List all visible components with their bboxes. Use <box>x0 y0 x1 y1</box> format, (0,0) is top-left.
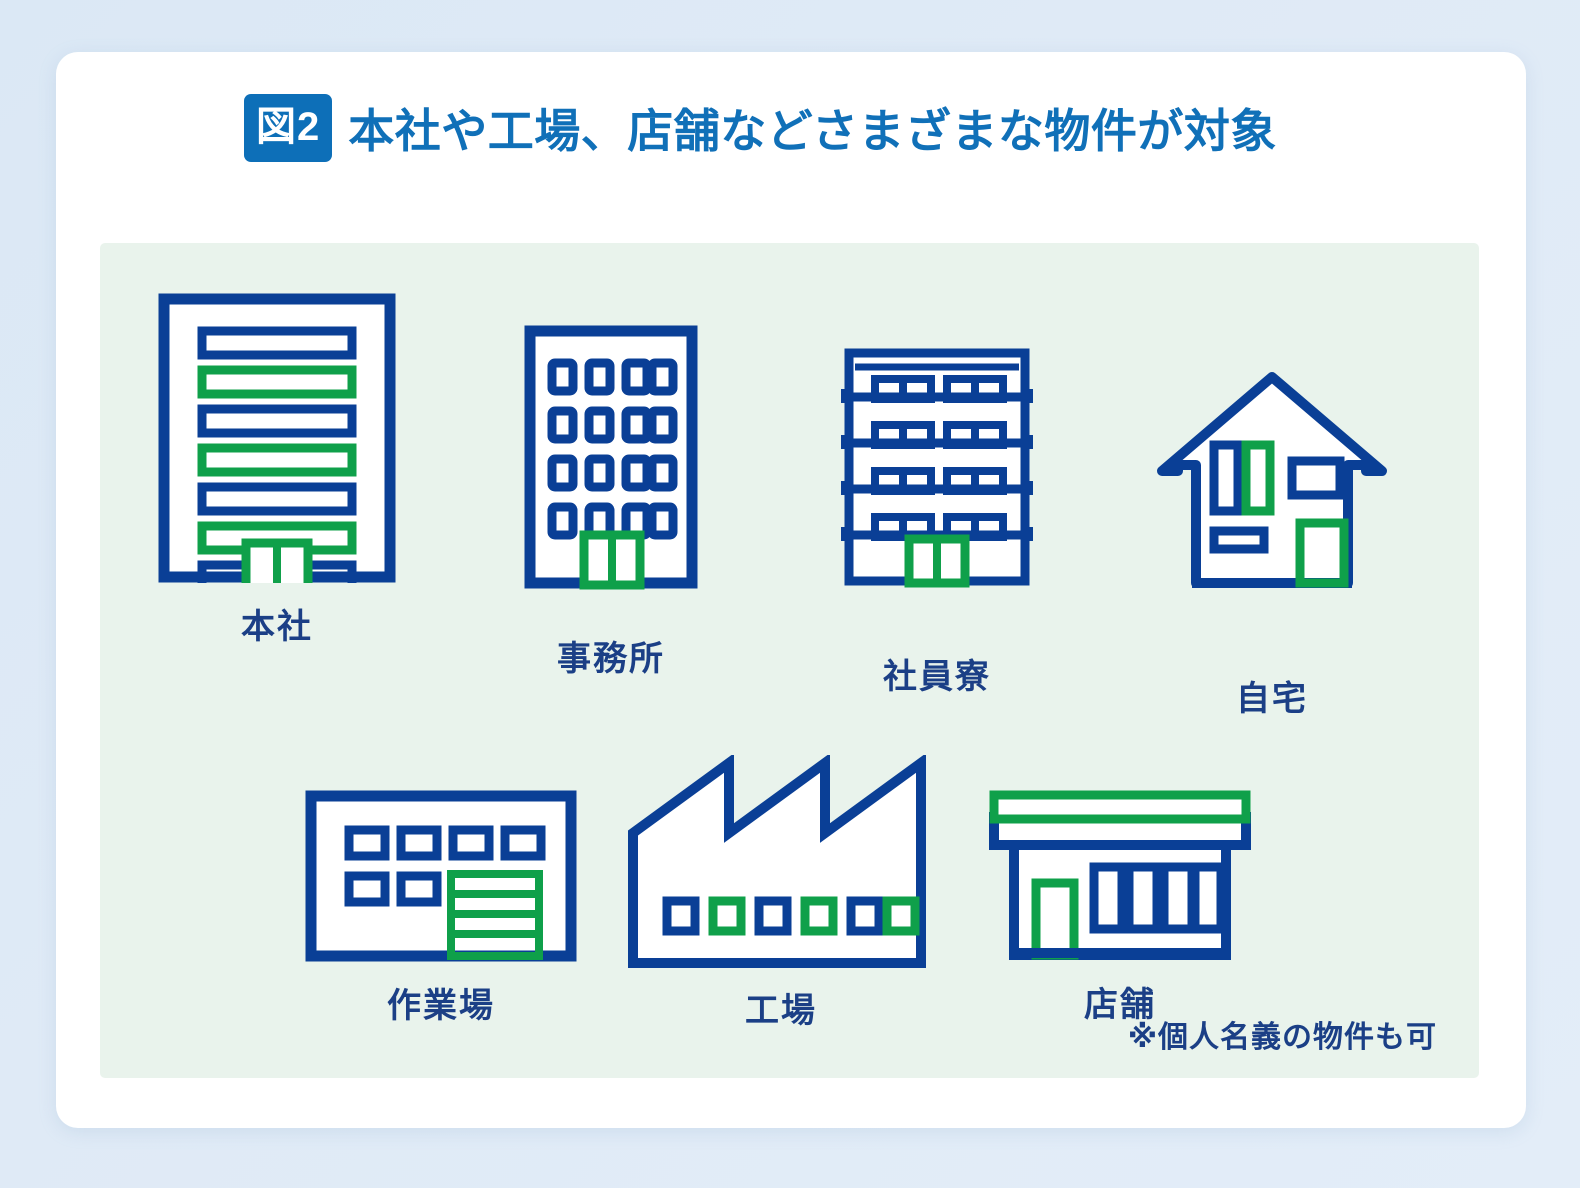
office-building-icon <box>524 325 698 590</box>
panel-footnote: ※個人名義の物件も可 <box>1127 1021 1437 1054</box>
item-label: 作業場 <box>387 987 495 1025</box>
item-label: 自宅 <box>1236 680 1308 718</box>
item-workshop: 作業場 <box>305 755 577 1027</box>
item-home: 自宅 <box>1152 293 1392 720</box>
item-label: 店舗 <box>1084 986 1156 1024</box>
item-shop: 店舗 <box>988 755 1252 1026</box>
figure-number-badge: 図2 <box>244 94 333 162</box>
workshop-building-icon <box>305 790 577 962</box>
item-headquarters: 本社 <box>158 293 396 648</box>
headquarters-building-icon <box>158 293 396 583</box>
illustration-panel: 本社 <box>100 243 1479 1078</box>
item-label: 工場 <box>745 992 817 1030</box>
figure-title-row: 図2 本社や工場、店舗などさまざまな物件が対象 <box>244 92 1277 164</box>
item-factory: 工場 <box>625 755 937 1032</box>
dormitory-building-icon <box>841 348 1033 588</box>
storefront-icon <box>989 790 1251 960</box>
item-label: 本社 <box>241 608 313 646</box>
page-title: 本社や工場、店舗などさまざまな物件が対象 <box>348 105 1277 157</box>
item-dormitory: 社員寮 <box>827 293 1047 698</box>
item-label: 事務所 <box>557 640 665 678</box>
figure-card: 図2 本社や工場、店舗などさまざまな物件が対象 <box>56 52 1526 1128</box>
factory-building-icon <box>628 755 926 968</box>
house-icon <box>1157 372 1387 588</box>
item-label: 社員寮 <box>883 658 991 696</box>
item-office: 事務所 <box>492 293 730 680</box>
